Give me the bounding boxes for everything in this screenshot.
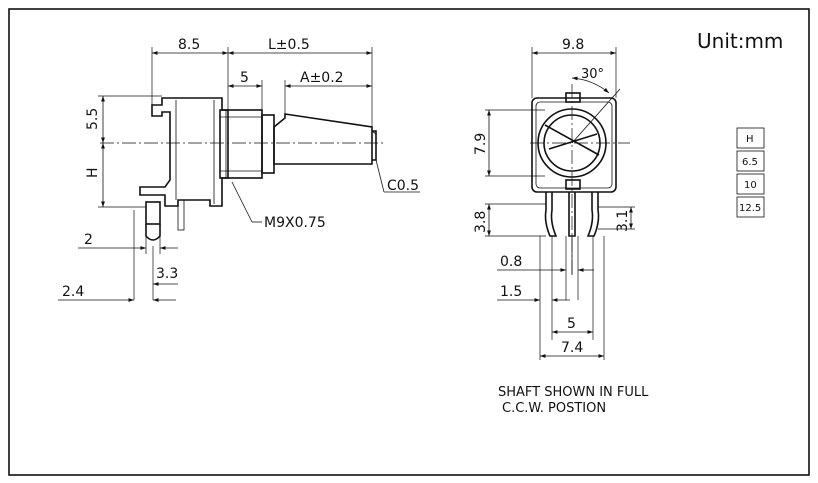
dim-5-front: 5 [567, 316, 576, 332]
h-table-row: 12.5 [739, 203, 761, 214]
dim-2-4: 2.4 [62, 284, 84, 300]
front-view: 30° 9.8 7.9 3.8 3.1 0.8 [473, 37, 635, 360]
dim-2: 2 [84, 232, 93, 248]
dim-a: A±0.2 [300, 70, 344, 86]
h-table-header: H [746, 134, 754, 145]
dim-1-5: 1.5 [500, 284, 522, 300]
dim-l: L±0.5 [268, 37, 310, 53]
unit-label: Unit:mm [697, 29, 783, 53]
angle-30: 30° [581, 67, 604, 82]
body-outline [139, 97, 229, 207]
chamfer-label: C0.5 [387, 178, 419, 194]
dim-3-1: 3.1 [615, 210, 631, 232]
thread-label: M9X0.75 [264, 215, 326, 231]
pin-right [586, 192, 600, 237]
front-body [531, 97, 617, 193]
side-view: 8.5 L±0.5 5 A±0.2 5.5 H C0.5 M9X0.75 2 3… [58, 37, 420, 302]
h-table-row: 10 [744, 180, 757, 191]
note-line-2: C.C.W. POSTION [502, 401, 606, 416]
h-table-row: 6.5 [742, 157, 758, 168]
shaft [273, 113, 373, 165]
dim-7-4: 7.4 [561, 340, 583, 356]
dim-7-9: 7.9 [473, 133, 489, 155]
dim-3-3: 3.3 [156, 266, 178, 282]
dim-5-5: 5.5 [85, 108, 101, 130]
dim-0-8: 0.8 [500, 254, 522, 270]
dim-3-8: 3.8 [473, 211, 489, 233]
dim-8-5: 8.5 [178, 37, 200, 53]
dim-h: H [85, 167, 101, 178]
dim-5-side: 5 [240, 70, 249, 86]
note-line-1: SHAFT SHOWN IN FULL [498, 385, 649, 400]
h-table: H 6.5 10 12.5 [736, 127, 765, 218]
drawing-frame [8, 8, 810, 476]
pin-left [544, 192, 558, 237]
dim-9-8: 9.8 [562, 37, 584, 53]
